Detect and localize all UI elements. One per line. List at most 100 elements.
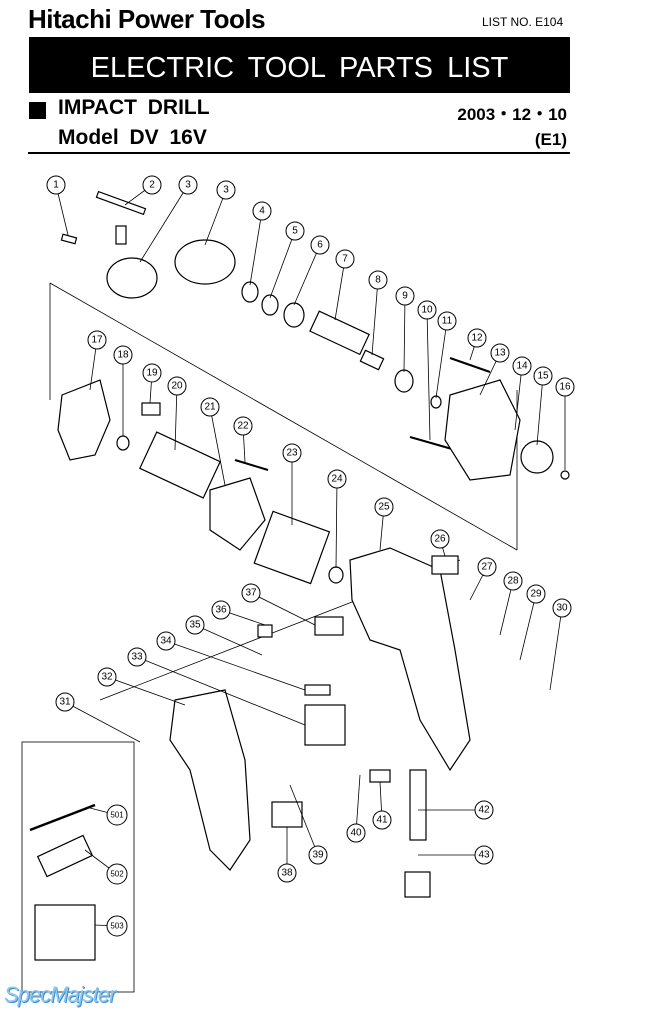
callout-31: 31 xyxy=(55,692,141,743)
watermark: SpecMajster xyxy=(4,982,116,1007)
callout-21: 21 xyxy=(200,397,226,486)
callout-number: 14 xyxy=(516,361,528,372)
callout-number: 34 xyxy=(160,636,172,647)
leader-line xyxy=(403,295,406,373)
callout-number: 10 xyxy=(421,305,433,316)
leader-line xyxy=(269,230,296,299)
callout-number: 20 xyxy=(171,381,183,392)
callout-number: 2 xyxy=(149,180,155,191)
callout-number: 6 xyxy=(317,240,323,251)
callout-27: 27 xyxy=(469,557,497,601)
callout-circle xyxy=(106,915,128,937)
callout-3: 3 xyxy=(139,175,198,263)
callout-number: 37 xyxy=(245,588,257,599)
leader-line xyxy=(549,607,563,691)
callout-number: 29 xyxy=(530,589,542,600)
callout-circle xyxy=(282,443,302,463)
revision: (E1) xyxy=(534,130,567,149)
leader-line xyxy=(204,189,227,246)
callout-29: 29 xyxy=(519,584,546,661)
callout-circle xyxy=(467,328,487,348)
callout-3: 3 xyxy=(204,180,236,246)
callout-circle xyxy=(97,667,117,687)
callout-number: 1 xyxy=(53,180,59,191)
leader-line xyxy=(165,640,306,691)
callout-number: 19 xyxy=(146,368,158,379)
callout-2: 2 xyxy=(124,175,162,206)
callout-circle xyxy=(233,416,253,436)
callout-number: 11 xyxy=(442,316,453,327)
callout-25: 25 xyxy=(374,497,394,551)
callout-number: 4 xyxy=(259,206,265,217)
callout-number: 25 xyxy=(378,502,390,513)
callout-4: 4 xyxy=(249,201,272,286)
callout-28: 28 xyxy=(499,571,523,636)
leader-line xyxy=(536,375,544,446)
callout-41: 41 xyxy=(372,781,392,830)
leader-line xyxy=(519,593,537,661)
callout-number: 21 xyxy=(204,402,216,413)
callout-number: 40 xyxy=(350,828,362,839)
callout-34: 34 xyxy=(156,631,306,691)
leader-line xyxy=(334,258,346,321)
callout-22: 22 xyxy=(233,416,253,463)
callout-circle xyxy=(211,600,231,620)
callout-8: 8 xyxy=(368,270,388,356)
callout-circle xyxy=(156,631,176,651)
leader-line xyxy=(250,592,316,626)
callout-17: 17 xyxy=(87,330,107,391)
callout-circle xyxy=(113,345,133,365)
callout-circle xyxy=(346,823,366,843)
callout-number: 3 xyxy=(185,180,191,191)
parts-drawings xyxy=(29,190,570,961)
leader-line xyxy=(371,279,379,356)
callout-13: 13 xyxy=(479,343,510,396)
leader-line xyxy=(106,676,186,706)
leader-line xyxy=(426,309,431,441)
callout-number: 18 xyxy=(117,350,129,361)
callout-23: 23 xyxy=(282,443,302,525)
banner-title: ELECTRIC TOOL PARTS LIST xyxy=(29,37,570,93)
callout-number: 15 xyxy=(537,371,549,382)
callout-circle xyxy=(142,363,162,383)
callout-circle xyxy=(252,201,272,221)
callout-circle xyxy=(490,343,510,363)
leader-line xyxy=(293,244,321,306)
callout-42: 42 xyxy=(418,800,494,820)
callout-9: 9 xyxy=(395,286,415,373)
callout-20: 20 xyxy=(167,376,187,451)
callout-circle xyxy=(106,863,128,885)
callout-11: 11 xyxy=(435,311,457,399)
callout-number: 32 xyxy=(101,672,113,683)
callout-circle xyxy=(555,377,575,397)
callout-number: 503 xyxy=(110,922,124,931)
callout-12: 12 xyxy=(467,328,487,361)
leader-line xyxy=(249,210,263,286)
date: 2003・12・10 xyxy=(457,105,567,124)
callout-16: 16 xyxy=(555,377,575,470)
callout-circle xyxy=(327,469,347,489)
callout-number: 42 xyxy=(478,805,490,816)
callout-15: 15 xyxy=(533,366,553,446)
callout-circle xyxy=(374,497,394,517)
callout-circle xyxy=(216,180,236,200)
callout-37: 37 xyxy=(241,583,316,626)
callout-circle xyxy=(178,175,198,195)
callout-circle xyxy=(185,615,205,635)
callout-circle xyxy=(552,598,572,618)
callout-circle xyxy=(127,647,147,667)
callout-number: 23 xyxy=(286,448,298,459)
callout-circle xyxy=(437,311,457,331)
callout-circle xyxy=(285,221,305,241)
callout-circle xyxy=(310,235,330,255)
callout-19: 19 xyxy=(142,363,162,404)
callout-circle xyxy=(55,692,75,712)
callout-39: 39 xyxy=(289,784,328,865)
callout-circle xyxy=(167,376,187,396)
bullet-square xyxy=(29,102,46,119)
callout-number: 41 xyxy=(376,815,388,826)
callout-40: 40 xyxy=(346,774,366,843)
callout-number: 38 xyxy=(281,868,293,879)
callout-circle xyxy=(417,300,437,320)
